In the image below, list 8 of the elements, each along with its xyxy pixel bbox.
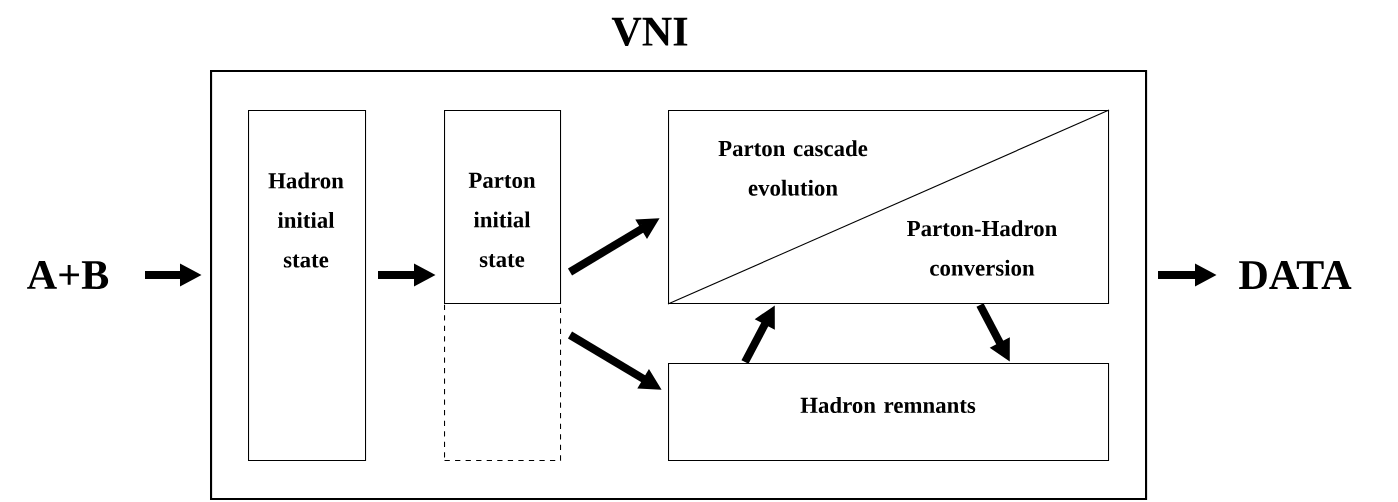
- split-box: Parton cascade evolution Parton-Hadron conversion: [667, 109, 1110, 305]
- node-label: VNI: [611, 17, 688, 47]
- input-label: A+B: [27, 261, 109, 289]
- output-label: DATA: [1239, 261, 1352, 289]
- process-box: Hadron initial state: [248, 110, 367, 462]
- process-box: Hadron remnants: [668, 363, 1110, 462]
- process-box: Parton initial state: [444, 110, 562, 305]
- dashed-box: [444, 303, 562, 462]
